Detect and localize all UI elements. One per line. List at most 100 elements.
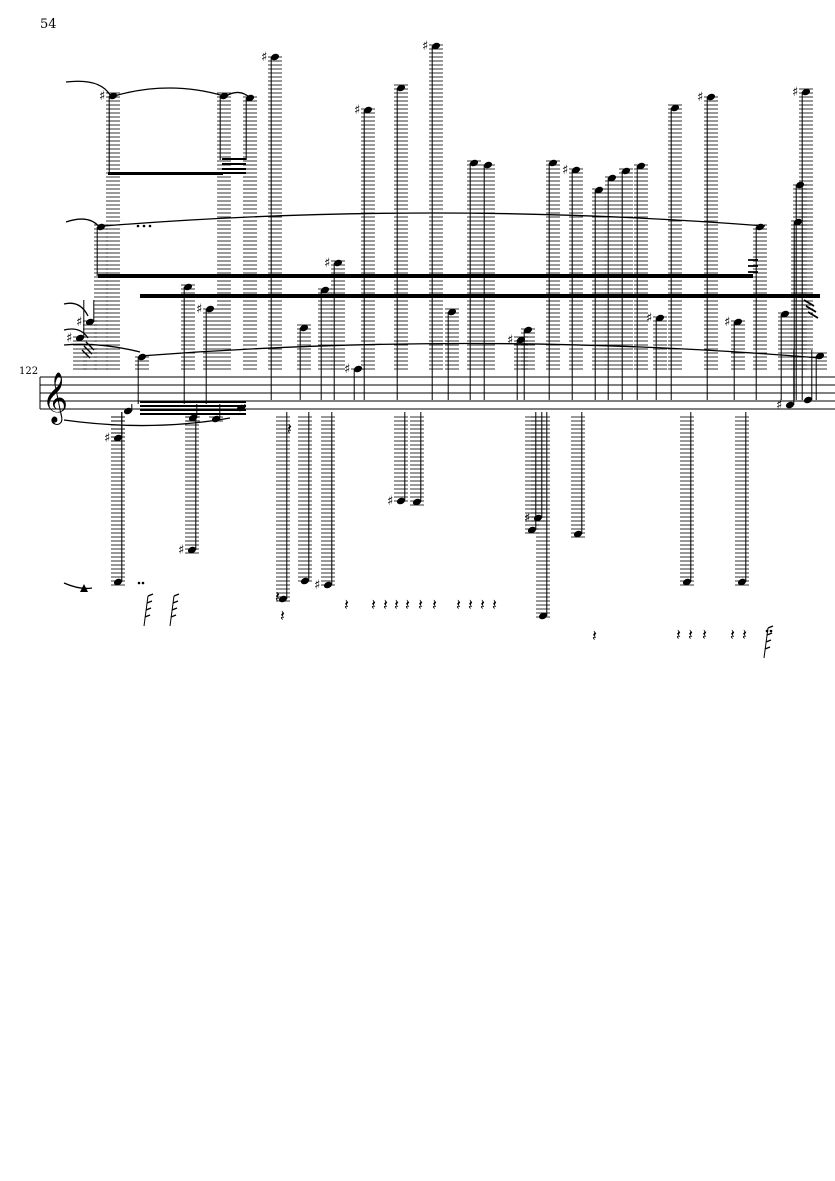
page-number: 54: [40, 17, 57, 32]
note-head: [85, 318, 95, 326]
flag: [147, 593, 154, 597]
augmentation-dot: [769, 629, 773, 633]
sharp-icon: ♯: [507, 333, 513, 348]
rest-icon: 𝄽: [742, 625, 747, 644]
rest-icon: 𝄽: [676, 625, 681, 644]
note-head: [516, 336, 526, 344]
flag-stroke: [143, 595, 149, 627]
measure-number: 122: [19, 366, 39, 377]
note-head: [682, 578, 692, 586]
note-head: [113, 434, 123, 442]
sharp-icon: ♯: [776, 398, 782, 413]
augmentation-dot: [141, 581, 145, 585]
sharp-icon: ♯: [66, 331, 72, 346]
flag-stroke: [169, 595, 175, 627]
note-head: [670, 104, 680, 112]
notation-layer: ♯♯♯♯♯♯♯♯♯♯♯♯♯♯♯♯♯♯♯♯♯𝄽𝄽𝄽𝄽𝄽𝄽𝄽𝄽𝄽𝄽𝄽𝄽𝄽𝄽𝄽𝄽𝄽𝄽𝄽…: [66, 39, 827, 659]
note-head: [538, 612, 548, 620]
rest-icon: 𝄽: [287, 419, 292, 438]
beams: [98, 158, 820, 415]
rest-icon: 𝄽: [344, 595, 349, 614]
sharp-icon: ♯: [387, 494, 393, 509]
rest-icon: 𝄽: [688, 625, 693, 644]
note-head: [801, 88, 811, 96]
beam-stub: [748, 259, 758, 273]
flag: [764, 646, 771, 650]
note-head: [108, 92, 118, 100]
sharp-icon: ♯: [422, 39, 428, 54]
note-head: [412, 498, 422, 506]
note-head: [188, 414, 198, 422]
note-head: [780, 310, 790, 318]
rest-icon: 𝄽: [432, 595, 437, 614]
note-head: [594, 186, 604, 194]
rest-icon: 𝄽: [280, 606, 285, 625]
note-head: [236, 404, 246, 412]
note-head: [396, 84, 406, 92]
flag: [171, 607, 178, 611]
note-head: [573, 530, 583, 538]
flag: [765, 639, 772, 643]
note-head: [113, 578, 123, 586]
sharp-icon: ♯: [76, 315, 82, 330]
rest-icon: 𝄽: [405, 595, 410, 614]
note-head: [785, 401, 795, 409]
sharp-icon: ♯: [324, 256, 330, 271]
rest-icon: 𝄽: [592, 626, 597, 645]
rest-icon: 𝄽: [418, 595, 423, 614]
sharp-icon: ♯: [724, 315, 730, 330]
note-head: [431, 42, 441, 50]
grace-flag: [81, 341, 95, 359]
rest-icon: 𝄽: [275, 587, 280, 606]
note-head: [803, 396, 813, 404]
note-head: [733, 318, 743, 326]
beam-stub: [803, 299, 819, 319]
note-head: [607, 174, 617, 182]
flag-stroke: [763, 627, 769, 659]
sharp-icon: ♯: [354, 103, 360, 118]
flag: [767, 625, 774, 629]
augmentation-dot: [136, 224, 140, 228]
note-head: [123, 407, 133, 415]
note-head: [447, 308, 457, 316]
rest-icon: 𝄽: [492, 595, 497, 614]
flag: [146, 600, 153, 604]
augmentation-dot: [137, 581, 141, 585]
note-head: [737, 578, 747, 586]
note-head: [655, 314, 665, 322]
staff: [40, 376, 835, 410]
rest-icon: 𝄽: [456, 595, 461, 614]
rest-icon: 𝄽: [480, 595, 485, 614]
note-head: [815, 352, 825, 360]
note-head: [363, 106, 373, 114]
flag: [144, 614, 151, 618]
sharp-icon: ♯: [178, 543, 184, 558]
note-head: [571, 166, 581, 174]
rest-icon: 𝄽: [702, 625, 707, 644]
flag: [145, 607, 152, 611]
sharp-icon: ♯: [646, 311, 652, 326]
augmentation-dot: [148, 224, 152, 228]
note-head: [299, 324, 309, 332]
note-head: [527, 526, 537, 534]
fermata-icon: [80, 584, 88, 592]
sharp-icon: ♯: [261, 50, 267, 65]
rest-icon: 𝄽: [394, 595, 399, 614]
rest-icon: 𝄽: [468, 595, 473, 614]
note-head: [75, 334, 85, 342]
note-head: [219, 92, 229, 100]
treble-clef-icon: 𝄞: [42, 372, 68, 425]
note-head: [320, 286, 330, 294]
note-head: [523, 326, 533, 334]
sharp-icon: ♯: [99, 89, 105, 104]
sharp-icon: ♯: [697, 90, 703, 105]
rest-icon: 𝄽: [371, 595, 376, 614]
note-head: [533, 514, 543, 522]
sharp-icon: ♯: [344, 362, 350, 377]
note-head: [245, 94, 255, 102]
sharp-icon: ♯: [562, 163, 568, 178]
flag: [170, 614, 177, 618]
rest-icon: 𝄽: [383, 595, 388, 614]
flag: [173, 593, 180, 597]
